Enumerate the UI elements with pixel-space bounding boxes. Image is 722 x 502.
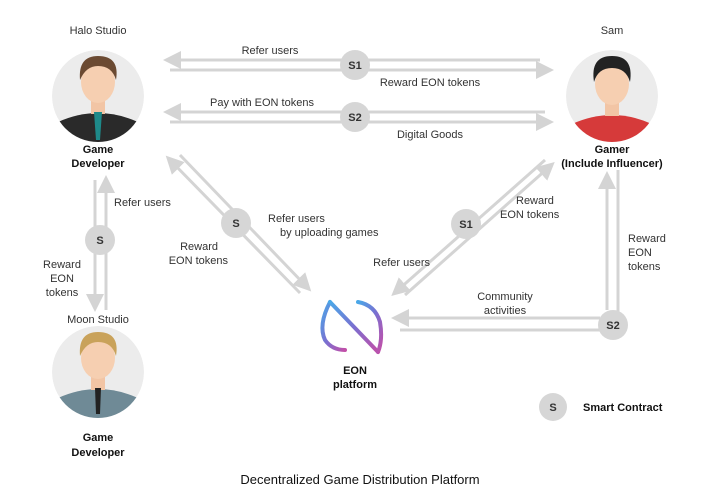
legend-node	[539, 393, 567, 421]
flow-s2-top: S2 Pay with EON tokens Digital Goods	[163, 97, 554, 141]
node-label: S2	[348, 112, 361, 124]
flow-label: EON tokens	[500, 209, 560, 221]
developer-avatar	[52, 326, 144, 418]
actor-role: Game	[83, 432, 114, 444]
smart-contract-node	[340, 102, 370, 132]
actor-role: Gamer	[595, 144, 631, 156]
flow-label: tokens	[46, 287, 79, 299]
eon-label: EON	[343, 365, 367, 377]
node-label: S	[232, 218, 239, 230]
actor-name: Sam	[601, 25, 624, 37]
developer-avatar	[52, 50, 144, 142]
actor-name: Halo Studio	[70, 25, 127, 37]
actor-moon-studio: Moon Studio Game Developer	[52, 314, 144, 459]
flow-label: EON	[628, 247, 652, 259]
flow-label: Reward	[180, 241, 218, 253]
flow-s2-right: S2 Community activities Reward EON token…	[391, 170, 666, 340]
flow-label: EON tokens	[169, 255, 229, 267]
flow-s1-top: S1 Refer users Reward EON tokens	[163, 45, 554, 89]
flow-label: Pay with EON tokens	[210, 97, 314, 109]
flow-label: Refer users	[373, 257, 430, 269]
smart-contract-node	[85, 225, 115, 255]
legend: S Smart Contract	[539, 393, 663, 421]
flow-label: activities	[484, 305, 527, 317]
flow-label: by uploading games	[280, 227, 379, 239]
flow-label: EON	[50, 273, 74, 285]
flow-label: Refer users	[114, 197, 171, 209]
actor-name: Moon Studio	[67, 314, 129, 326]
legend-label: Smart Contract	[583, 402, 663, 414]
flow-label: Digital Goods	[397, 129, 464, 141]
flow-label: tokens	[628, 261, 661, 273]
eon-platform: EON platform	[320, 300, 384, 391]
flow-s1-diagonal: S1 Refer users Reward EON tokens	[373, 158, 560, 297]
actor-role: Developer	[71, 447, 125, 459]
flow-label: Refer users	[268, 213, 325, 225]
flow-s-diagonal: S Reward EON tokens Refer users by uploa…	[165, 153, 379, 295]
actor-role: Developer	[71, 158, 125, 170]
actor-halo-studio: Halo Studio Game Developer	[52, 25, 144, 170]
flow-s-vertical: S Refer users Reward EON tokens	[43, 175, 171, 312]
flow-label: Reward	[628, 233, 666, 245]
smart-contract-node	[221, 208, 251, 238]
flow-label: Reward	[43, 259, 81, 271]
eon-logo	[320, 300, 384, 354]
smart-contract-node	[451, 209, 481, 239]
actor-role: (Include Influencer)	[561, 158, 663, 170]
flow-label: Reward	[516, 195, 554, 207]
node-label: S2	[606, 320, 619, 332]
eon-label: platform	[333, 379, 377, 391]
node-label: S	[96, 235, 103, 247]
legend-node-label: S	[549, 402, 556, 414]
node-label: S1	[348, 60, 361, 72]
smart-contract-node	[340, 50, 370, 80]
diagram-title: Decentralized Game Distribution Platform	[240, 472, 479, 487]
actor-sam: Sam Gamer (Include Influencer)	[561, 25, 663, 170]
smart-contract-node	[598, 310, 628, 340]
gamer-avatar	[566, 50, 658, 142]
node-label: S1	[459, 219, 472, 231]
flow-label: Refer users	[242, 45, 299, 57]
flow-label: Reward EON tokens	[380, 77, 481, 89]
actor-role: Game	[83, 144, 114, 156]
flow-label: Community	[477, 291, 533, 303]
